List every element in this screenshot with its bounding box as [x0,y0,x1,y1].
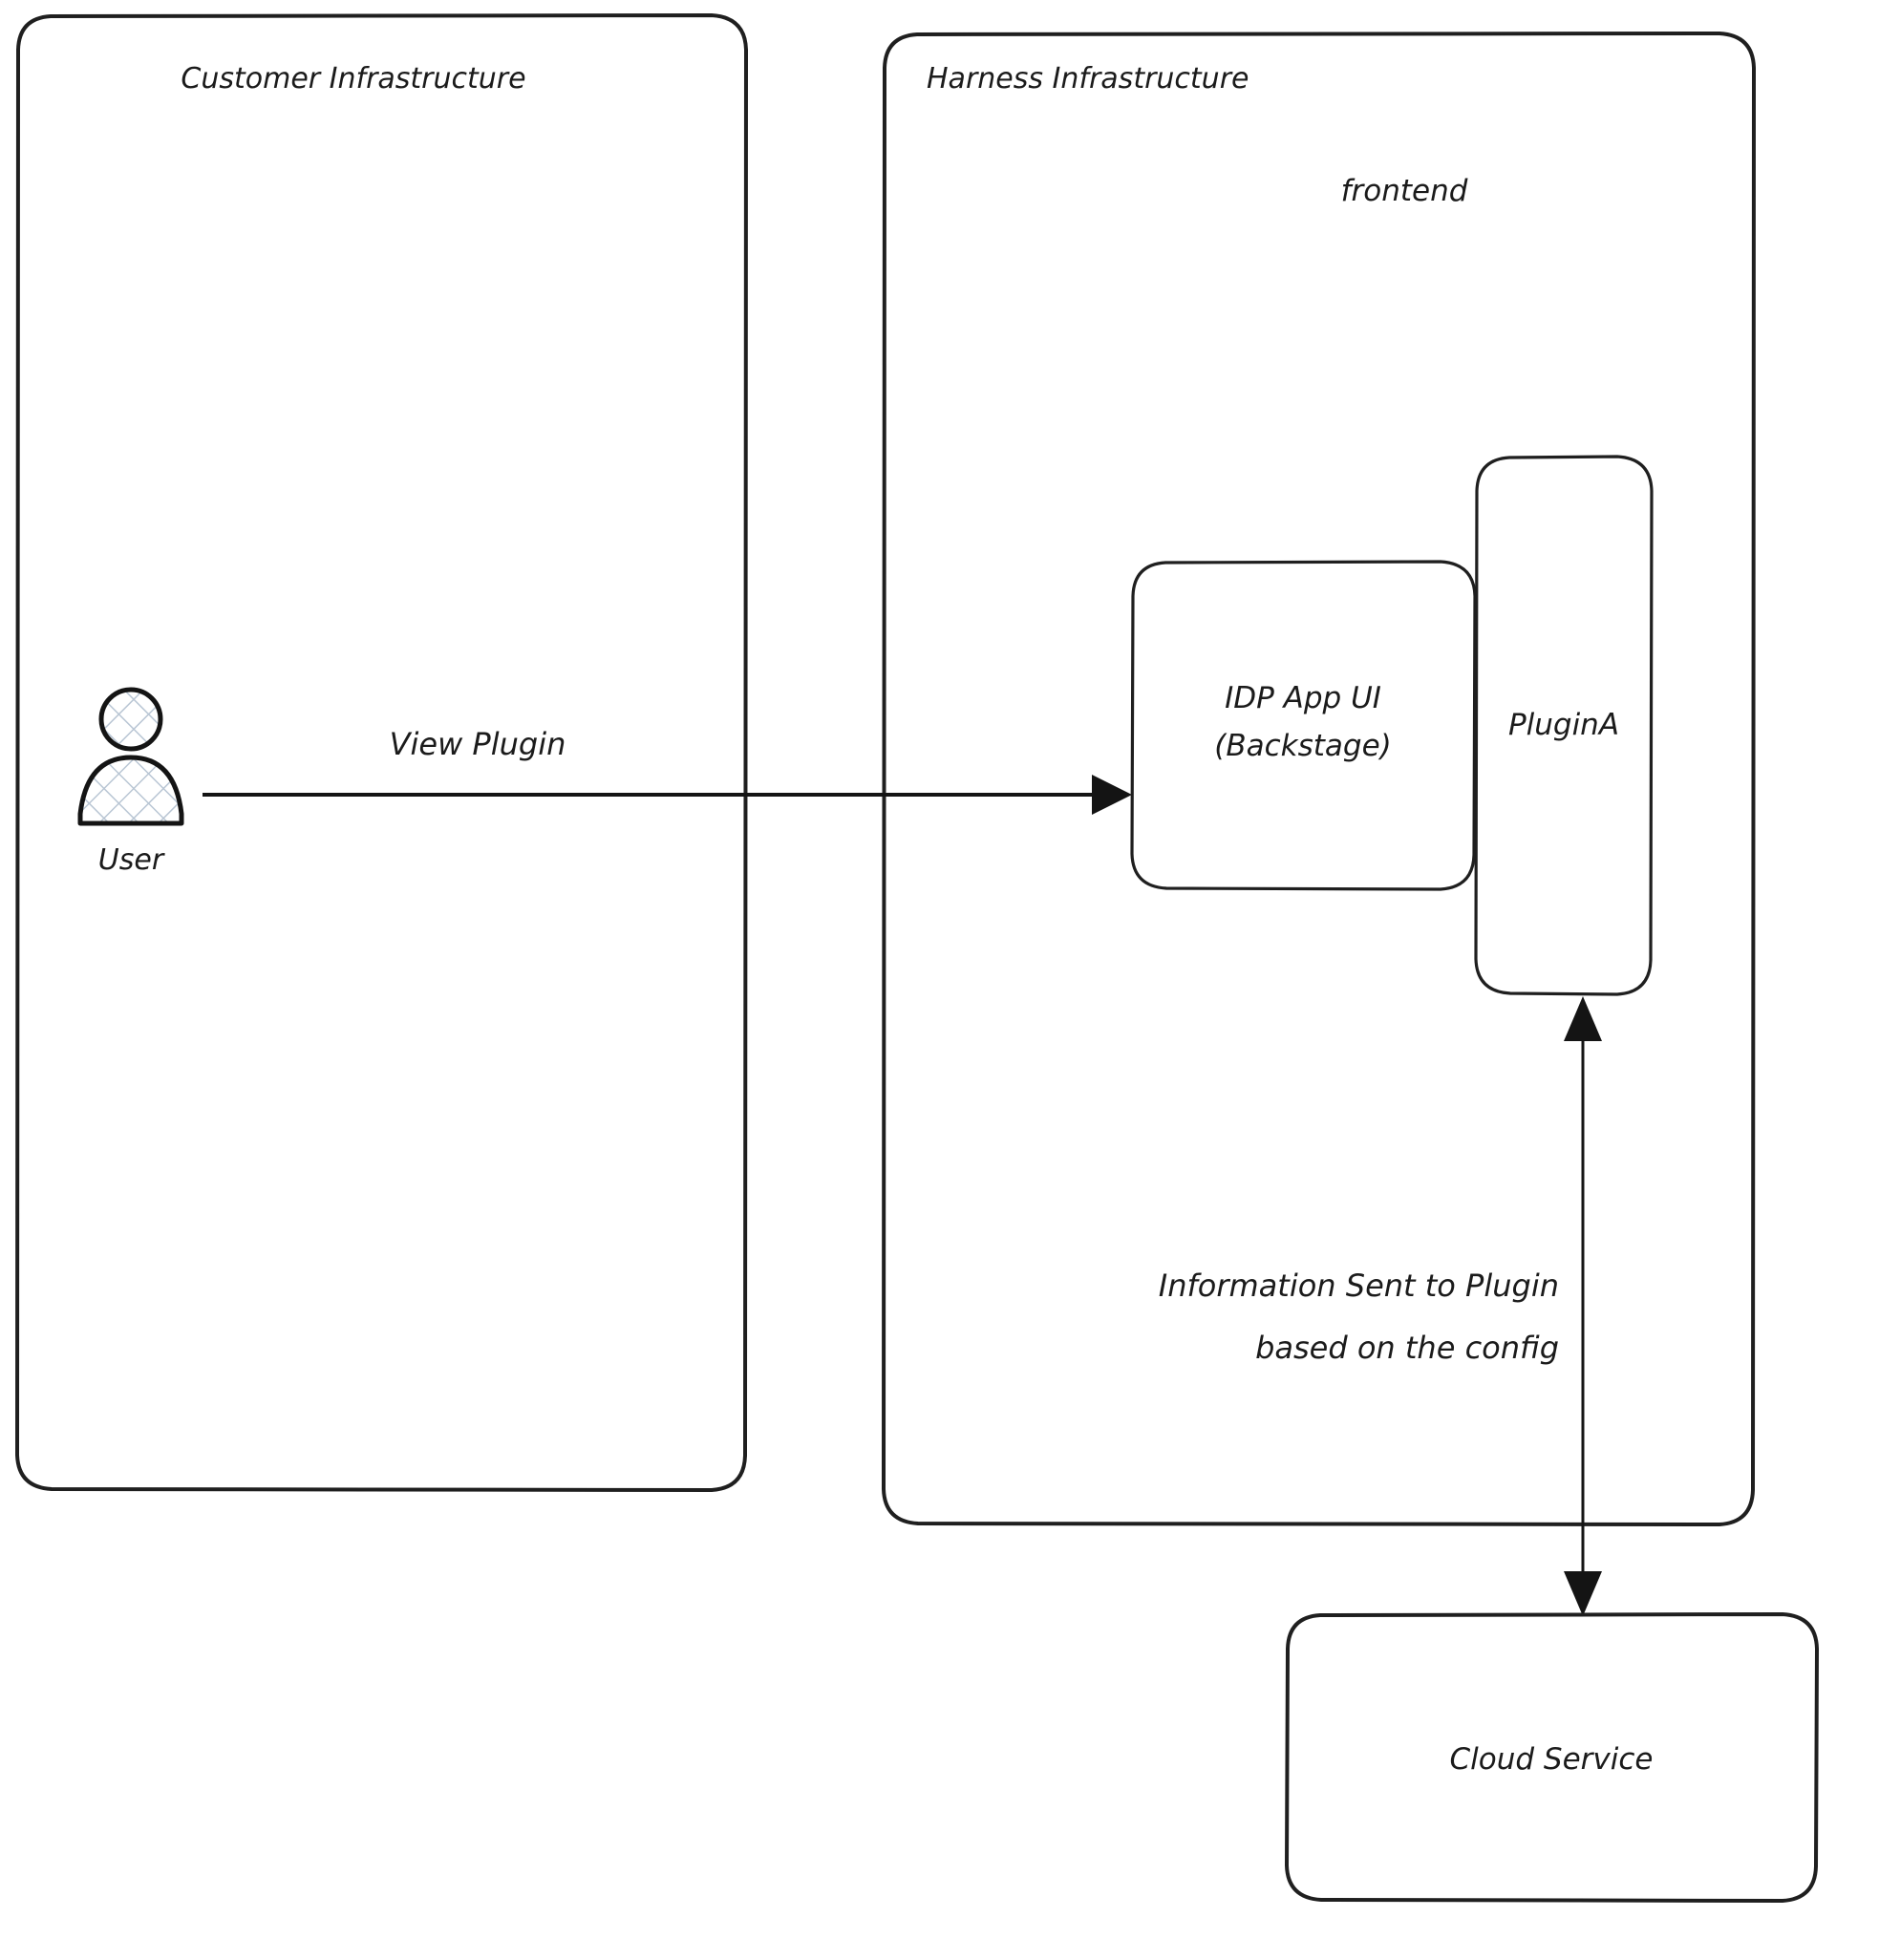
frontend-group-label: frontend [1341,174,1468,208]
actor-user[interactable]: User [77,687,184,877]
customer-infrastructure-label: Customer Infrastructure [181,62,525,96]
user-actor-head-icon [98,687,163,752]
view-plugin-arrowhead-icon [1092,775,1132,815]
idp-app-ui-label-line2: (Backstage) [1214,729,1392,763]
plugin-a-label: PluginA [1508,708,1619,742]
user-actor-label: User [98,843,165,877]
information-sent-arrowhead-down-icon [1564,1571,1602,1616]
container-harness-infrastructure[interactable]: Harness Infrastructure frontend [882,32,1756,1526]
cloud-service-border [1285,1612,1819,1903]
customer-infrastructure-border [15,13,748,1492]
information-sent-label-line2: based on the config [1255,1330,1559,1366]
plugin-a-border [1474,455,1654,996]
node-cloud-service[interactable]: Cloud Service [1285,1612,1819,1903]
node-plugin-a[interactable]: PluginA [1474,455,1654,996]
view-plugin-edge-label: View Plugin [390,726,566,762]
harness-infrastructure-border [882,32,1756,1526]
idp-app-ui-border [1130,560,1477,891]
information-sent-arrowhead-up-icon [1564,996,1602,1041]
container-customer-infrastructure[interactable]: Customer Infrastructure [15,13,748,1492]
user-actor-body-icon [77,755,184,826]
harness-infrastructure-label: Harness Infrastructure [927,62,1249,96]
idp-app-ui-label-line1: IDP App UI [1225,681,1381,715]
edge-view-plugin[interactable]: View Plugin [203,726,1132,815]
information-sent-label-line1: Information Sent to Plugin [1159,1268,1559,1304]
node-idp-app-ui[interactable]: IDP App UI (Backstage) [1130,560,1477,891]
edge-information-sent[interactable]: Information Sent to Plugin based on the … [1159,996,1602,1616]
cloud-service-label: Cloud Service [1450,1742,1654,1777]
